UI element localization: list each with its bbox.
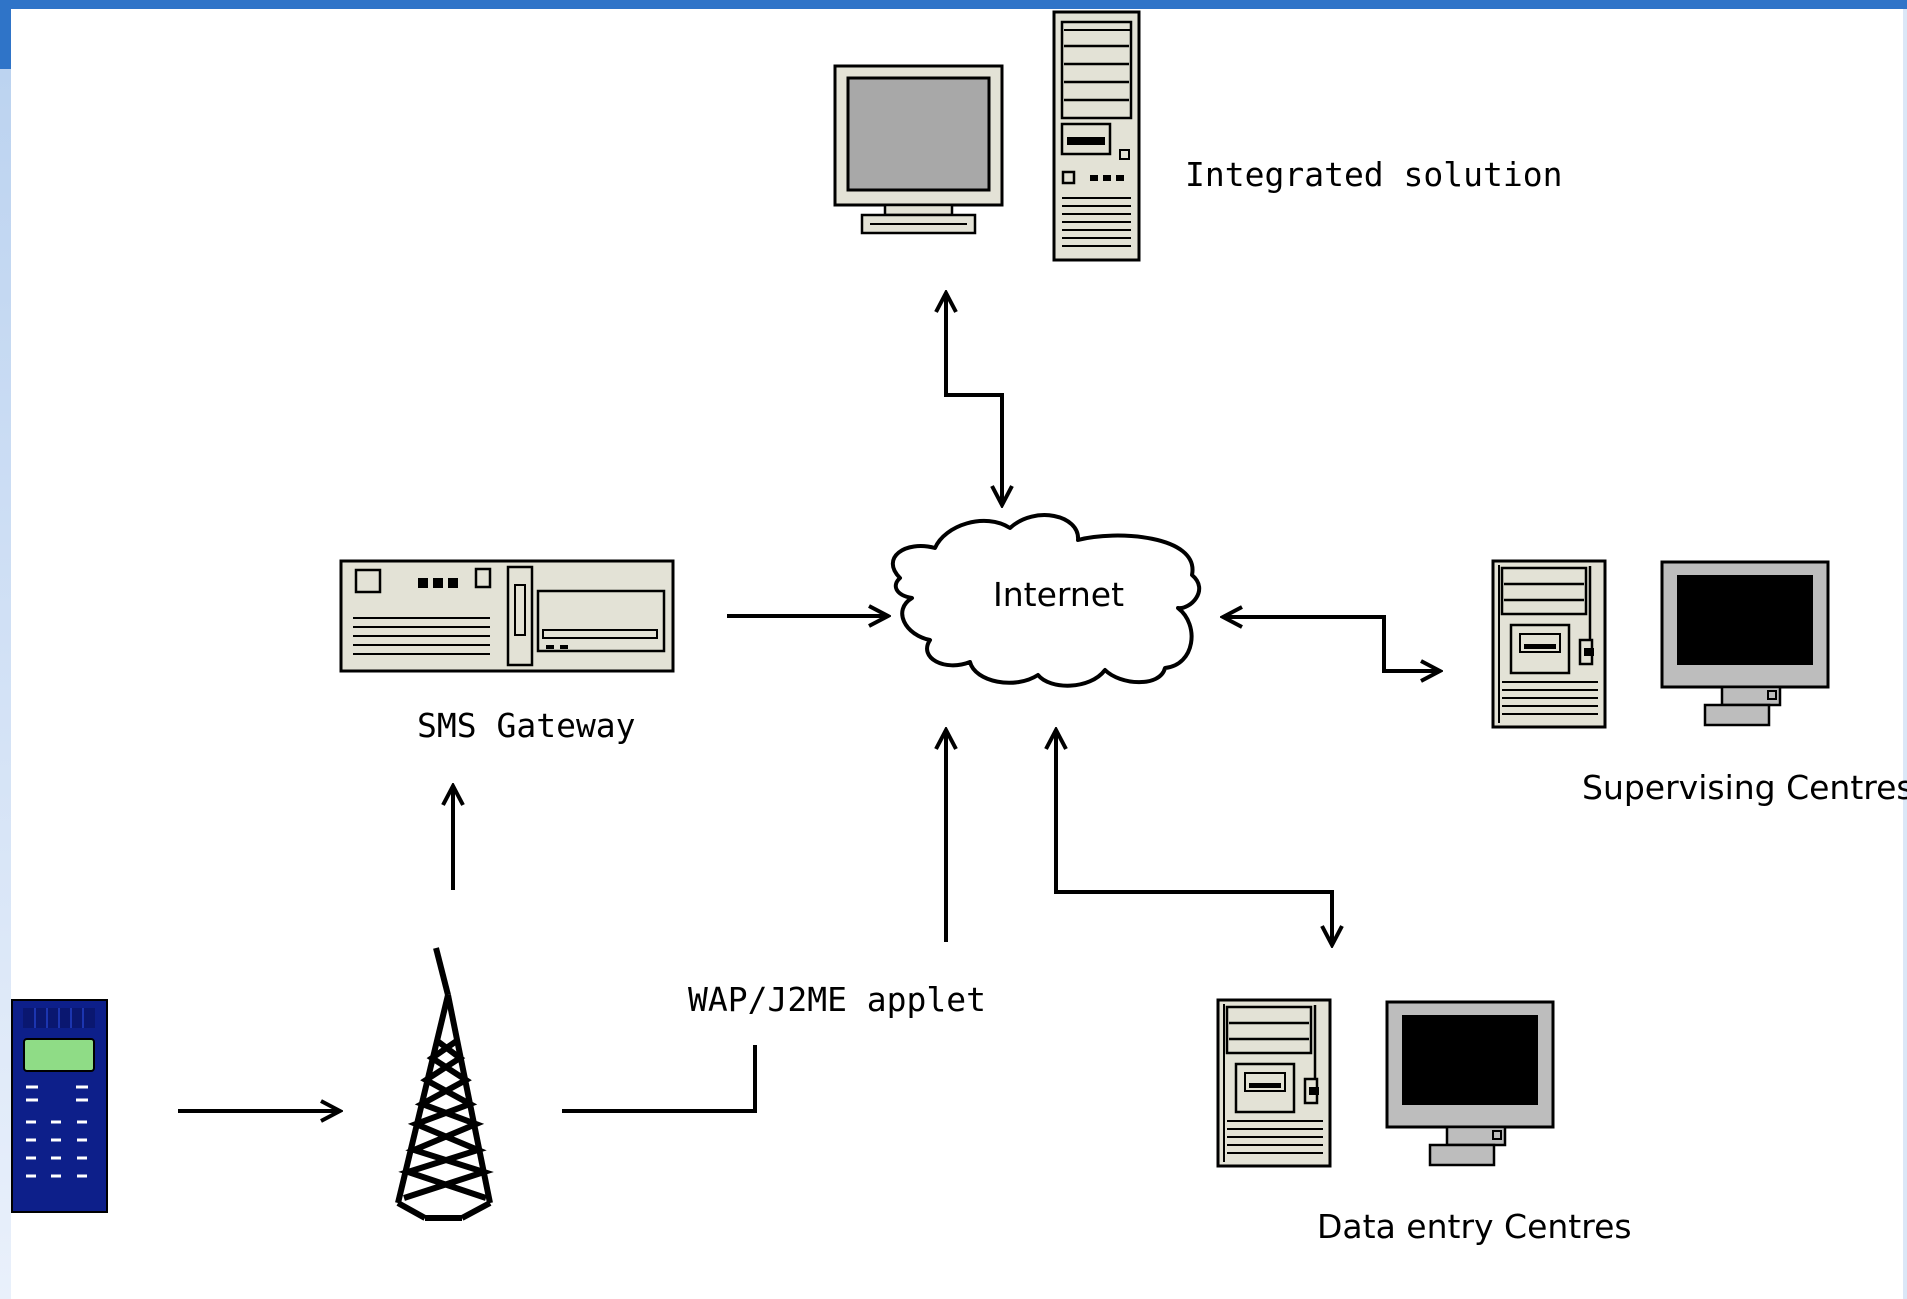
- connector-internet-supervising: [1223, 617, 1440, 671]
- integrated-monitor-icon: [833, 64, 1004, 235]
- supervising-monitor-icon: [1660, 560, 1830, 727]
- sms-gateway-label: SMS Gateway: [417, 706, 636, 745]
- internet-cloud-icon: [891, 513, 1202, 688]
- radio-tower-icon: [395, 947, 494, 1221]
- connector-integrated-internet: [946, 293, 1002, 505]
- internet-label: Internet: [993, 575, 1125, 614]
- data-entry-monitor-icon: [1385, 1000, 1555, 1167]
- wap-j2me-label: WAP/J2ME applet: [688, 980, 987, 1019]
- supervising-tower-icon: [1491, 559, 1607, 729]
- integrated-solution-label: Integrated solution: [1185, 155, 1563, 194]
- window-frame-left: [0, 9, 11, 1299]
- window-frame-right: [1903, 9, 1907, 1299]
- mobile-phone-icon: [11, 999, 108, 1213]
- connector-internet-data-entry: [1056, 730, 1332, 945]
- integrated-tower-icon: [1052, 10, 1141, 262]
- sms-gateway-icon: [339, 559, 675, 673]
- data-entry-tower-icon: [1216, 998, 1332, 1168]
- data-entry-centres-label: Data entry Centres: [1317, 1207, 1632, 1246]
- connector-tower-wap: [562, 1045, 757, 1113]
- window-frame-top: [0, 0, 1907, 9]
- supervising-centres-label: Supervising Centres: [1582, 768, 1907, 807]
